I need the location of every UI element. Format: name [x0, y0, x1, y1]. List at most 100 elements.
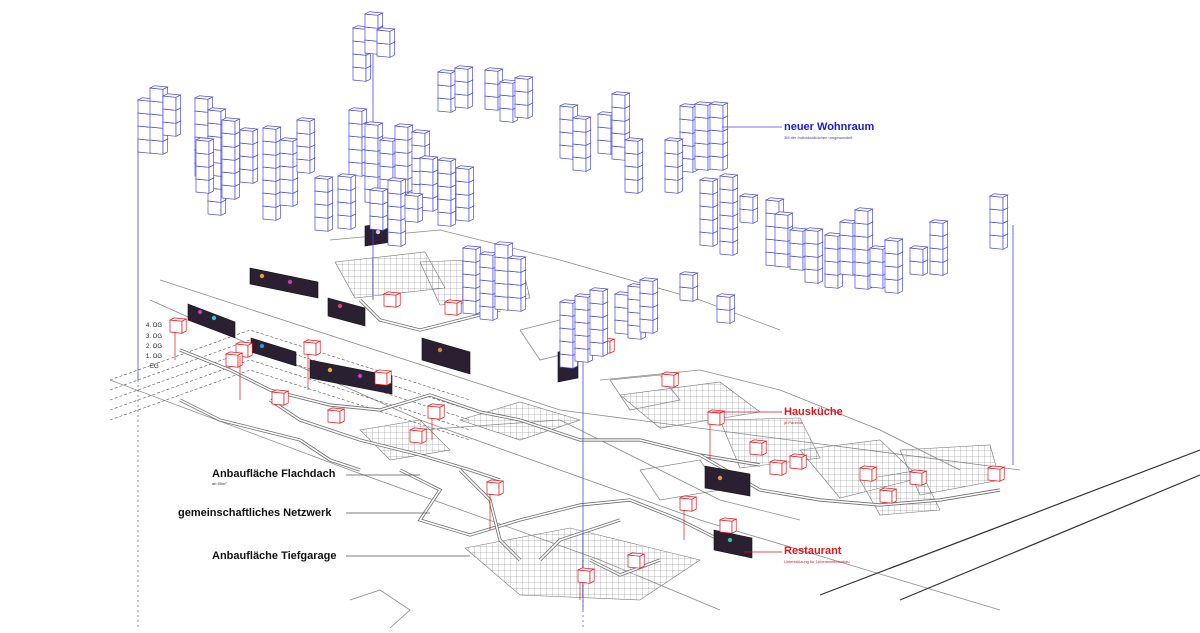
housing-cube: [824, 273, 839, 289]
housing-cube: [137, 112, 152, 128]
housing-cube: [337, 214, 352, 230]
housing-cube: [394, 138, 409, 154]
housing-cube: [437, 211, 452, 227]
housing-cube-side: [208, 138, 214, 155]
housing-cube: [699, 218, 714, 234]
housing-cube: [337, 188, 352, 204]
kitchen-cube-side: [999, 466, 1005, 482]
kitchen-cube-side: [339, 408, 345, 424]
housing-cube: [624, 178, 639, 194]
kitchen-cube-side: [456, 300, 462, 316]
housing-cube-side: [417, 193, 423, 210]
floor-label-3og: 3. OG: [146, 334, 163, 340]
housing-cube: [437, 185, 452, 201]
housing-cube: [854, 248, 869, 264]
housing-cube: [929, 247, 944, 263]
housing-cube: [572, 117, 587, 133]
housing-cube: [137, 125, 152, 141]
kitchen-cube-side: [731, 518, 737, 534]
housing-cube: [719, 227, 734, 243]
housing-cube: [195, 178, 210, 194]
housing-cube: [314, 190, 329, 206]
housing-cube: [572, 156, 587, 172]
housing-cube: [614, 293, 629, 309]
housing-cube: [611, 145, 626, 161]
street-photo: [187, 303, 236, 339]
housing-cube: [664, 152, 679, 168]
network-pipe-inner: [179, 349, 521, 421]
housing-cube-side: [712, 178, 718, 195]
housing-cube: [462, 273, 477, 289]
housing-cube: [352, 40, 367, 56]
housing-cube: [624, 165, 639, 181]
housing-cube: [455, 193, 470, 209]
network-pipe-inner: [299, 439, 361, 471]
housing-cube: [279, 178, 294, 194]
housing-cube-side: [175, 94, 181, 111]
housing-cube: [437, 71, 452, 87]
housing-cube: [719, 214, 734, 230]
housing-cube: [624, 152, 639, 168]
housing-cube: [387, 179, 402, 195]
housing-cube: [507, 296, 522, 312]
network-pipe-inner: [589, 559, 661, 576]
kitchen-cube-side: [181, 318, 187, 334]
housing-cube: [507, 257, 522, 273]
housing-cube-side: [468, 166, 474, 183]
housing-cube: [314, 216, 329, 232]
housing-cube: [194, 97, 209, 113]
housing-cube: [484, 82, 499, 98]
street-photo: [704, 465, 751, 497]
housing-cube: [694, 155, 709, 171]
photo-light: [211, 315, 217, 321]
housing-cube: [597, 113, 612, 129]
floor-label-1og: 1. OG: [146, 354, 163, 360]
label-anbauflaeche-flachdach: Anbaufläche Flachdach: [212, 468, 336, 480]
housing-cube-side: [585, 116, 591, 133]
housing-cube: [639, 318, 654, 334]
housing-cube: [574, 321, 589, 337]
housing-cube: [352, 66, 367, 82]
housing-cube: [839, 234, 854, 250]
housing-cube: [239, 168, 254, 184]
kitchen-cube-side: [589, 568, 595, 584]
housing-cube: [195, 152, 210, 168]
housing-cube: [207, 200, 222, 216]
housing-cube: [789, 242, 804, 258]
housing-cube: [804, 229, 819, 245]
photo-light: [259, 343, 265, 349]
housing-cube: [337, 175, 352, 191]
housing-cube: [394, 164, 409, 180]
kitchen-cube: [661, 373, 675, 388]
housing-cube: [719, 175, 734, 191]
housing-cube-side: [382, 188, 388, 205]
housing-cube: [839, 221, 854, 237]
housing-cube-side: [637, 138, 643, 155]
housing-cube: [499, 94, 514, 110]
housing-cube: [679, 118, 694, 134]
housing-cube: [348, 122, 363, 138]
housing-cube: [149, 126, 164, 142]
street-photo: [421, 337, 471, 375]
kitchen-cube: [879, 489, 893, 504]
housing-cube: [909, 247, 924, 263]
housing-cube: [462, 247, 477, 263]
kitchen-cube: [486, 481, 500, 496]
housing-cube: [589, 302, 604, 318]
housing-cube: [499, 107, 514, 123]
housing-cube: [149, 139, 164, 155]
housing-cube: [194, 123, 209, 139]
housing-cube: [479, 266, 494, 282]
housing-cube: [437, 172, 452, 188]
housing-cube: [348, 161, 363, 177]
kitchen-cube: [769, 461, 783, 476]
housing-cube-side: [377, 122, 383, 139]
kitchen-cube-side: [421, 428, 427, 444]
floor-outline: [109, 349, 471, 421]
housing-cube: [195, 139, 210, 155]
housing-cube: [765, 199, 780, 215]
housing-cube: [296, 158, 311, 174]
housing-cube: [337, 201, 352, 217]
housing-cube: [262, 166, 277, 182]
